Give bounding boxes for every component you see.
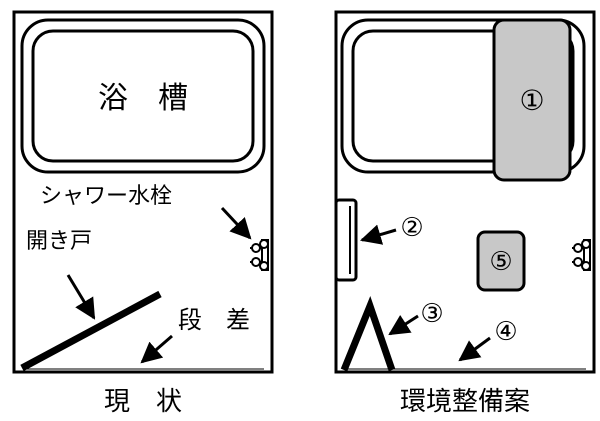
- current-state-caption: 現 状: [104, 387, 182, 417]
- proposal-panel: ① ② ⑤ ③ ④: [334, 10, 596, 374]
- swing-door: [20, 290, 162, 372]
- faucet-arrow: [220, 206, 252, 240]
- marker-4-arrow: [458, 336, 491, 362]
- step-arrow: [140, 334, 173, 364]
- marker-1: ①: [519, 84, 544, 117]
- proposal-caption: 環境整備案: [400, 387, 530, 417]
- shower-chair: [476, 230, 526, 292]
- shower-faucet-icon: [250, 239, 269, 271]
- marker-3: ③: [420, 299, 443, 329]
- marker-5: ⑤: [489, 247, 512, 277]
- proposal-bathtub-inner: [351, 29, 575, 163]
- current-state-panel: 浴 槽 シャワー水栓 開き戸 段 差: [12, 10, 274, 374]
- bath-board: [492, 18, 572, 182]
- bathtub-label: 浴 槽: [98, 81, 188, 116]
- marker-4: ④: [494, 317, 517, 347]
- marker-2: ②: [400, 213, 423, 243]
- current-bathtub-outer: [20, 18, 266, 174]
- current-room-outline: [12, 10, 274, 374]
- step-label: 段 差: [178, 306, 250, 334]
- folding-door: [340, 296, 396, 372]
- proposal-faucet-icon: [572, 239, 591, 271]
- door-arrow: [66, 274, 96, 320]
- marker-3-arrow: [388, 314, 419, 336]
- handrail: [334, 198, 358, 282]
- current-bathtub-inner: [31, 29, 255, 163]
- swing-door-label: 開き戸: [26, 229, 92, 254]
- proposal-room-outline: [334, 10, 596, 374]
- shower-faucet-label: シャワー水栓: [40, 184, 172, 209]
- marker-2-arrow: [359, 224, 397, 245]
- proposal-bathtub-outer: [340, 18, 586, 174]
